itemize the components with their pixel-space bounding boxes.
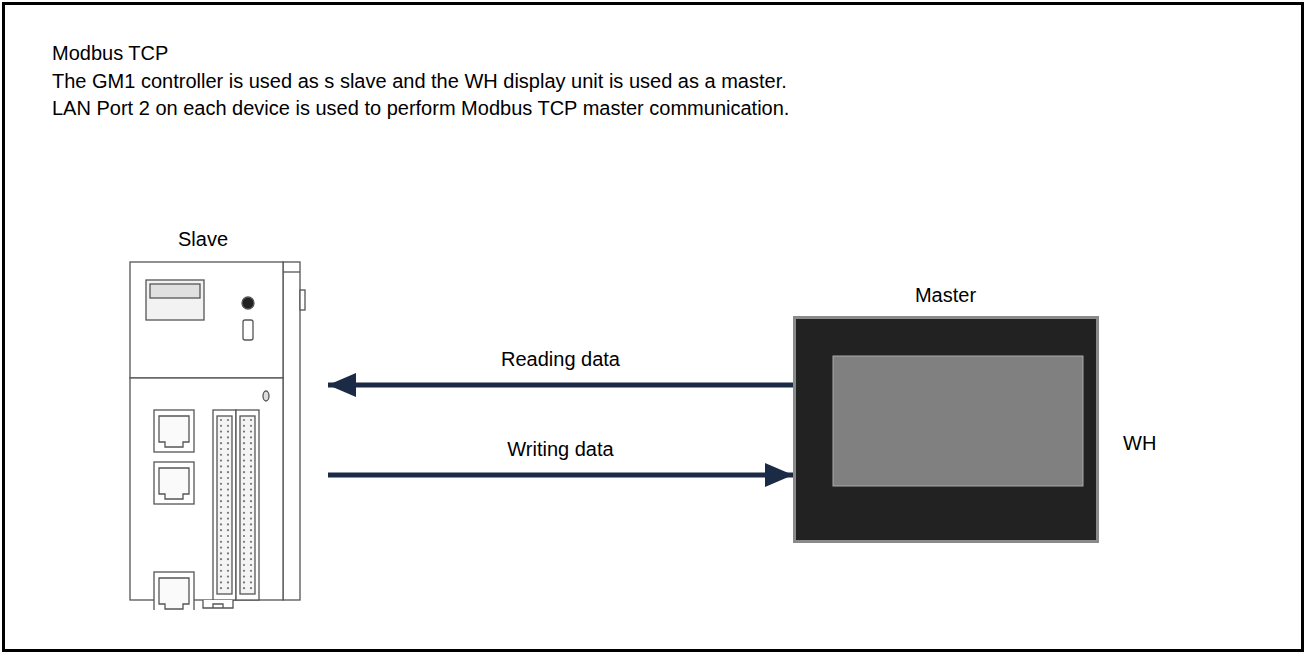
device-name-label: WH bbox=[1123, 432, 1173, 455]
data-flow-arrow bbox=[328, 473, 793, 478]
description-text: The GM1 controller is used as s slave an… bbox=[52, 70, 787, 93]
arrow-label: Reading data bbox=[498, 348, 623, 371]
device-role-label: Master bbox=[793, 284, 1098, 307]
data-flow-arrow bbox=[328, 383, 793, 388]
controller-illustration bbox=[128, 260, 308, 610]
arrow-label: Writing data bbox=[504, 438, 616, 461]
display-unit: MasterWH bbox=[793, 282, 1173, 544]
controller-unit: Slave bbox=[128, 226, 328, 606]
title: Modbus TCP bbox=[52, 42, 168, 65]
description-text: LAN Port 2 on each device is used to per… bbox=[52, 97, 789, 120]
device-role-label: Slave bbox=[128, 228, 278, 251]
display-illustration bbox=[793, 316, 1103, 546]
